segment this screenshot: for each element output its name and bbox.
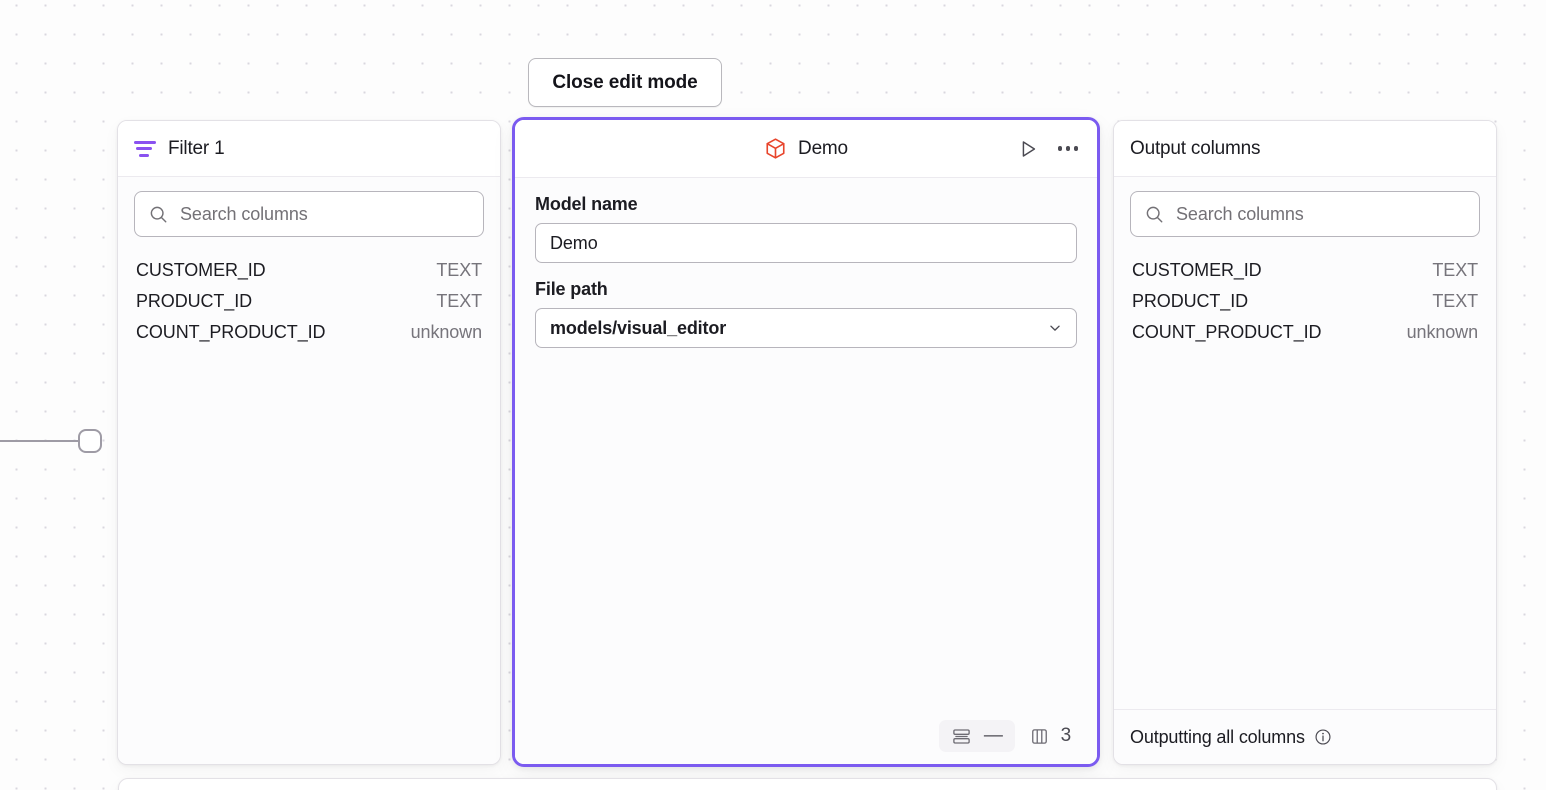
column-name: CUSTOMER_ID <box>1132 260 1262 280</box>
column-name: CUSTOMER_ID <box>136 260 266 280</box>
demo-title-group: Demo <box>764 137 848 160</box>
column-name: PRODUCT_ID <box>1132 291 1249 311</box>
demo-node-header: Demo <box>515 120 1097 178</box>
demo-node-stats: — 3 <box>938 720 1081 752</box>
outputting-all-columns-label: Outputting all columns <box>1130 726 1305 747</box>
list-item[interactable]: CUSTOMER_ID TEXT <box>1130 255 1480 286</box>
column-type: TEXT <box>1432 291 1478 311</box>
column-type: TEXT <box>436 260 482 280</box>
filter-icon <box>134 140 156 157</box>
file-path-value: models/visual_editor <box>550 317 727 338</box>
filter-node[interactable]: Filter 1 Search columns CUSTOMER_ID TEXT… <box>117 120 501 765</box>
demo-node-body: Model name File path models/visual_edito… <box>515 178 1097 764</box>
more-options-icon <box>1058 146 1078 151</box>
column-name: COUNT_PRODUCT_ID <box>1132 322 1322 342</box>
column-type: TEXT <box>436 291 482 311</box>
filter-node-header: Filter 1 <box>118 121 500 177</box>
run-model-button[interactable] <box>1013 134 1043 164</box>
filter-node-body: Search columns CUSTOMER_ID TEXT PRODUCT_… <box>118 177 500 764</box>
field-spacer <box>535 263 1077 279</box>
column-type: unknown <box>410 322 482 342</box>
list-item[interactable]: COUNT_PRODUCT_ID unknown <box>134 317 484 348</box>
column-type: unknown <box>1406 322 1478 342</box>
column-name: PRODUCT_ID <box>136 291 253 311</box>
play-icon <box>1022 140 1036 157</box>
search-icon <box>150 206 167 222</box>
column-name: COUNT_PRODUCT_ID <box>136 322 326 342</box>
row-count-stat[interactable]: — <box>938 720 1015 752</box>
rows-icon <box>953 728 970 744</box>
chevron-down-icon <box>1050 325 1060 331</box>
search-icon <box>1146 206 1163 222</box>
filter-search-placeholder: Search columns <box>180 203 308 224</box>
file-path-select[interactable]: models/visual_editor <box>535 308 1077 348</box>
model-name-input[interactable] <box>535 223 1077 263</box>
connection-edge <box>0 440 80 442</box>
cube-icon <box>766 138 785 159</box>
filter-search-input[interactable]: Search columns <box>134 191 484 237</box>
demo-node-actions <box>1013 134 1083 164</box>
column-count-value: 3 <box>1060 725 1072 746</box>
output-node-footer: Outputting all columns <box>1114 709 1496 764</box>
output-node-body: Search columns CUSTOMER_ID TEXT PRODUCT_… <box>1114 177 1496 709</box>
more-options-button[interactable] <box>1053 134 1083 164</box>
input-connection-handle[interactable] <box>78 429 102 453</box>
column-type: TEXT <box>1432 260 1478 280</box>
list-item[interactable]: COUNT_PRODUCT_ID unknown <box>1130 317 1480 348</box>
lower-node-partial[interactable] <box>118 778 1497 790</box>
row-count-value: — <box>983 725 1003 746</box>
demo-model-node[interactable]: Demo Model name File path <box>512 117 1100 767</box>
demo-node-title: Demo <box>798 137 848 159</box>
output-node-header: Output columns <box>1114 121 1496 177</box>
output-column-list: CUSTOMER_ID TEXT PRODUCT_ID TEXT COUNT_P… <box>1130 255 1480 348</box>
list-item[interactable]: PRODUCT_ID TEXT <box>1130 286 1480 317</box>
model-name-label: Model name <box>535 194 638 214</box>
filter-column-list: CUSTOMER_ID TEXT PRODUCT_ID TEXT COUNT_P… <box>134 255 484 348</box>
columns-icon <box>1031 728 1047 744</box>
output-node-title: Output columns <box>1130 137 1261 159</box>
list-item[interactable]: PRODUCT_ID TEXT <box>134 286 484 317</box>
output-search-input[interactable]: Search columns <box>1130 191 1480 237</box>
output-columns-node[interactable]: Output columns Search columns CUSTOMER_I… <box>1113 120 1497 765</box>
output-search-placeholder: Search columns <box>1176 203 1304 224</box>
file-path-label: File path <box>535 279 608 299</box>
close-edit-mode-button[interactable]: Close edit mode <box>528 58 722 107</box>
column-count-stat[interactable]: 3 <box>1019 720 1081 752</box>
filter-node-title: Filter 1 <box>168 137 225 159</box>
list-item[interactable]: CUSTOMER_ID TEXT <box>134 255 484 286</box>
info-icon[interactable] <box>1314 728 1332 746</box>
